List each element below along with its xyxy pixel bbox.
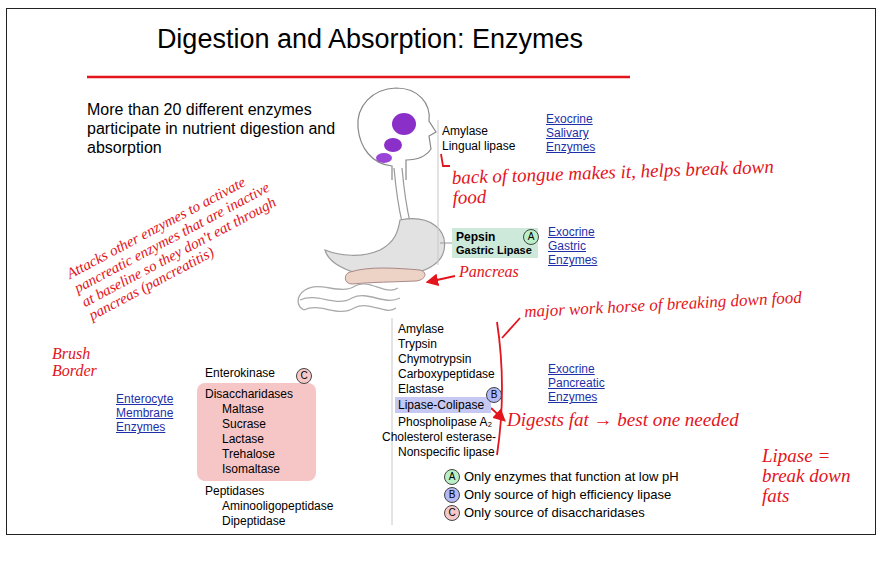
handwritten-note: major work horse of breaking down food <box>524 289 803 321</box>
group-link: Exocrine Salivary Enzymes <box>546 112 618 154</box>
annotation-arrow <box>428 276 455 282</box>
enzyme-name: Trehalose <box>205 447 296 462</box>
slide-title: Digestion and Absorption: Enzymes <box>60 24 680 55</box>
enzyme-name: Amylase <box>442 124 488 138</box>
leader-line <box>440 243 452 244</box>
divider-line <box>438 120 439 265</box>
legend-circle: A <box>444 469 460 485</box>
legend-text: Only enzymes that function at low pH <box>464 469 679 484</box>
enzyme-box: Lipase-Colipase <box>395 397 491 413</box>
enzyme-group-box: DisaccharidasesMaltaseSucraseLactaseTreh… <box>197 383 316 481</box>
enzyme-name: Disaccharidases <box>205 387 296 402</box>
enzyme-name: Aminooligopeptidase <box>222 499 333 513</box>
enzyme-name: Lactase <box>205 432 296 447</box>
slide-border <box>7 9 876 535</box>
callout-letter: A <box>524 230 538 244</box>
callout-circle: A <box>523 229 539 245</box>
divider-line <box>392 318 393 525</box>
handwritten-note: Lipase = break down fats <box>762 446 862 506</box>
callout-letter: C <box>445 506 459 520</box>
handwritten-note: Pancreas <box>459 264 519 281</box>
legend-circle: C <box>444 505 460 521</box>
intestines <box>298 284 400 312</box>
callout-circle: C <box>296 368 312 384</box>
title-rule <box>87 76 630 79</box>
enzyme-name: Chymotrypsin <box>398 352 471 366</box>
enzyme-name: Peptidases <box>205 484 264 498</box>
enzyme-name: Dipeptidase <box>222 514 285 528</box>
annotation-line <box>502 318 520 338</box>
handwritten-note: Brush Border <box>52 346 108 380</box>
legend-text: Only source of disaccharidases <box>464 505 645 520</box>
group-link: Exocrine Gastric Enzymes <box>548 225 620 267</box>
enzyme-name: Maltase <box>205 402 296 417</box>
enzyme-name: Carboxypeptidase <box>398 367 495 381</box>
intro-text: More than 20 different enzymes participa… <box>87 100 349 158</box>
esophagus <box>394 168 410 222</box>
group-link: Exocrine Pancreatic Enzymes <box>548 362 626 404</box>
enzyme-name: Enterokinase <box>205 366 275 380</box>
salivary-gland <box>392 113 416 135</box>
enzyme-name: Sucrase <box>205 417 296 432</box>
handwritten-note: Attacks other enzymes to activate pancre… <box>64 163 292 324</box>
handwritten-note: back of tongue makes it, helps break dow… <box>451 156 797 208</box>
handwritten-note: Digests fat → best one needed <box>507 410 807 430</box>
salivary-gland <box>376 153 392 163</box>
enzyme-name: Isomaltase <box>205 462 296 477</box>
annotation-arrow <box>491 408 504 420</box>
enzyme-name: Amylase <box>398 322 444 336</box>
legend-circle: B <box>444 487 460 503</box>
enzyme-name: Gastric Lipase <box>456 244 534 256</box>
callout-letter: A <box>445 470 459 484</box>
enzyme-name: Phospholipase A₂ <box>398 415 492 429</box>
enzyme-name: Elastase <box>398 382 444 396</box>
salivary-gland <box>384 138 402 152</box>
legend-text: Only source of high efficiency lipase <box>464 487 671 502</box>
enzyme-name: Trypsin <box>398 337 437 351</box>
enzyme-name: Cholesterol esterase- Nonspecific lipase <box>382 430 510 460</box>
callout-circle: B <box>486 387 502 403</box>
head-outline <box>358 88 436 180</box>
annotation-hook <box>441 154 450 166</box>
enzyme-name: Lipase-Colipase <box>398 398 487 412</box>
callout-letter: B <box>487 388 501 402</box>
group-link: Enterocyte Membrane Enzymes <box>116 392 192 434</box>
enzyme-name: Lingual lipase <box>442 139 515 153</box>
callout-letter: B <box>445 488 459 502</box>
pancreas <box>345 268 425 284</box>
callout-letter: C <box>297 369 311 383</box>
